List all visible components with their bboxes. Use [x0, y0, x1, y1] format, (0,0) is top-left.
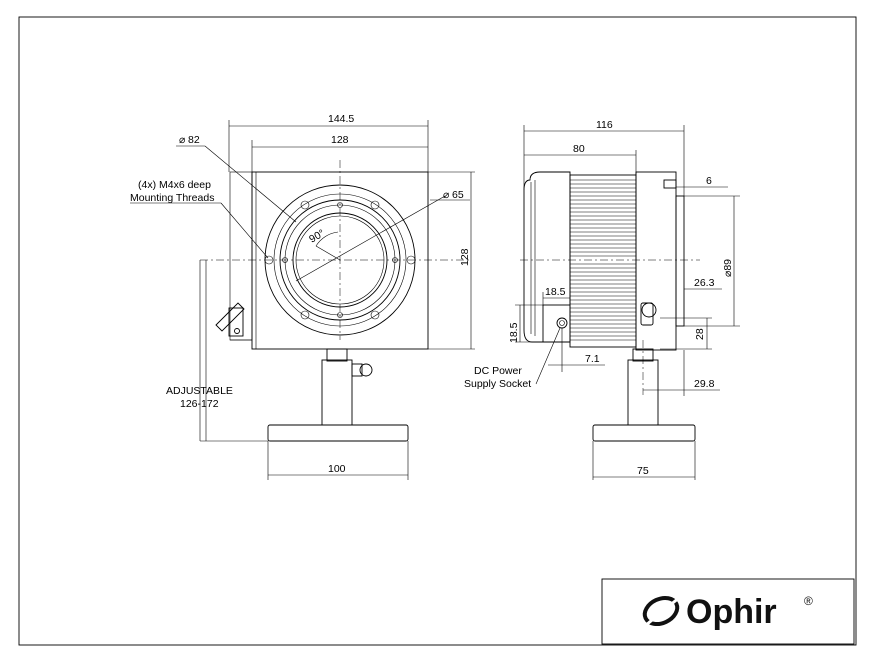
mount-label-2: Mounting Threads	[130, 192, 214, 204]
dim-base-75: 75	[637, 465, 649, 477]
dim-d82: 82	[188, 134, 200, 146]
dim-d89-value: 89	[722, 259, 734, 271]
dim-d65: 65	[452, 189, 464, 201]
dim-d89: ⌀89	[722, 259, 734, 277]
dim-d65-symbol: ⌀	[443, 189, 450, 201]
dim-26-3: 26.3	[694, 277, 715, 289]
front-post	[321, 359, 353, 426]
dim-7-1: 7.1	[585, 353, 600, 365]
ophir-swoosh-icon	[639, 590, 687, 632]
side-bezel	[523, 171, 571, 343]
logo-registered: ®	[804, 594, 813, 608]
side-dimensions	[515, 125, 740, 480]
dim-128-top: 128	[331, 134, 349, 146]
side-fins	[569, 174, 637, 348]
dim-d82-symbol: ⌀	[179, 134, 186, 146]
side-rear-housing	[635, 171, 677, 351]
dim-144-5: 144.5	[328, 113, 354, 125]
title-block	[601, 578, 855, 645]
sheet-border	[18, 16, 857, 646]
mount-label-1: (4x) M4x6 deep	[138, 179, 211, 191]
adjustable-label: ADJUSTABLE	[166, 385, 233, 397]
dim-18-5-horizontal: 18.5	[545, 286, 566, 298]
dim-80: 80	[573, 143, 585, 155]
logo-brand: Ophir	[686, 593, 777, 631]
dc-label-1: DC Power	[474, 365, 522, 377]
angle-90: 90°	[307, 227, 327, 245]
front-side-bracket	[229, 171, 253, 341]
fin-lines	[570, 179, 636, 341]
side-base	[592, 424, 696, 442]
front-dimensions	[130, 120, 475, 480]
dim-128-vertical: 128	[459, 248, 471, 266]
side-view	[520, 171, 700, 442]
dim-28: 28	[694, 328, 706, 340]
front-base	[267, 424, 409, 442]
ophir-logo: Ophir ®	[639, 590, 813, 632]
front-view	[200, 160, 470, 442]
dim-d89-symbol: ⌀	[722, 270, 734, 277]
dim-18-5-vertical: 18.5	[508, 322, 520, 343]
dim-29-8: 29.8	[694, 378, 715, 390]
dc-label-2: Supply Socket	[464, 378, 531, 390]
dim-6: 6	[706, 175, 712, 187]
adjustable-range: 126-172	[180, 398, 219, 410]
dim-116: 116	[596, 119, 613, 131]
dim-base-100: 100	[328, 463, 346, 475]
dc-socket	[542, 304, 571, 343]
